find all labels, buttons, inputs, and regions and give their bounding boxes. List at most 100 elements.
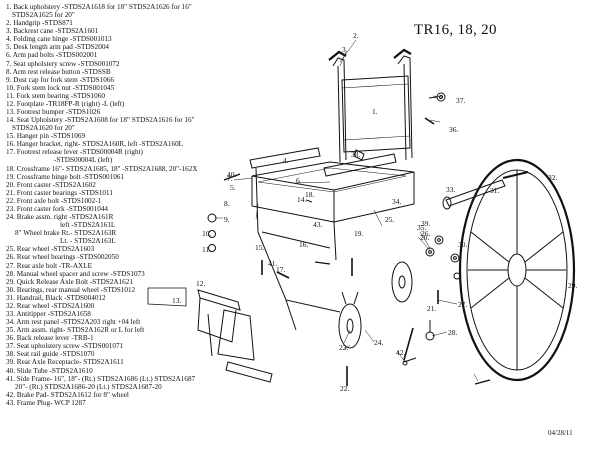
parts-list-item: 6. Arm pad bolts -STDS002001 [6, 51, 98, 60]
parts-list-item: 2. Handgrip -STDS871 [6, 19, 73, 28]
diagram-date: 04/28/11 [548, 429, 573, 437]
callout-label: 3. [342, 45, 348, 54]
callout-label: 15. [255, 243, 265, 252]
parts-list-item: 31. Handrail, Black -STDS004012 [6, 293, 106, 302]
parts-list-item: 37. Seat upholstery screw -STDS001071 [6, 342, 124, 351]
parts-list-item: 11. Fork stem bearing -STDS1060 [6, 91, 105, 100]
parts-list-item: 3. Backrest cane -STDS2A1601 [6, 27, 99, 36]
callout-label: 13. [172, 296, 182, 305]
antitipper [442, 171, 529, 210]
parts-list-item: 34. Arm rest panel -STDS2A203 right +04 … [6, 318, 141, 327]
callout-label: 38. [351, 150, 361, 159]
parts-list-item: 16. Hanger bracket, right- STDS2A160R, l… [6, 140, 184, 149]
callout-label: 14. [297, 195, 307, 204]
parts-list-item: 28. Manual wheel spacer and screw -STDS1… [6, 269, 145, 278]
parts-list-item: 29. Quick Release Axle Bolt -STDS2A1621 [6, 277, 133, 286]
parts-list-item: 24. Brake assm. right -STDS2A161R [6, 213, 114, 222]
parts-list-item: 36. Back release lever -TRB-1 [6, 334, 94, 343]
front-caster-assembly [338, 261, 413, 349]
parts-list-item: 22. Front axle bolt -STDS1002-1 [6, 196, 102, 205]
parts-list-item: Lt. - STDS2A163L [60, 237, 116, 246]
parts-list-item: 20"- (Rt.) STDS2A1686-20 (Lt.) STDS2A168… [15, 382, 162, 391]
seat-frame-assembly [249, 147, 415, 331]
parts-list-item: 13. Footrest bumper -STDS1026 [6, 108, 101, 117]
callout-label: 25. [385, 215, 395, 224]
parts-list-item: 14. Seat Upholstery -STDS2A1608 for 18" … [6, 116, 195, 125]
callout-label: 43. [313, 220, 323, 229]
footrest-assembly [147, 287, 273, 383]
callout-labels: 1. 2. 3. 4. 5. 6. 7. 8. 9. 10. 11. 12. 1… [172, 31, 578, 393]
callout-label: 33. [446, 185, 456, 194]
parts-list-item: 32. Rear wheel -STDS2A1600 [6, 301, 95, 310]
parts-list-item: 33. Antitipper -STDS2A1658 [6, 309, 91, 318]
diagram-title: TR16, 18, 20 [414, 22, 497, 38]
callout-label: 19. [354, 229, 364, 238]
callout-label: 4. [283, 156, 289, 165]
rear-wheel [458, 158, 576, 382]
callout-label: 24. [374, 338, 384, 347]
parts-list-item: 17. Footrest release lever -STDS00004R (… [6, 148, 143, 157]
parts-list-item: 30. Bearings, rear manual wheel -STDS101… [6, 285, 136, 294]
callout-label: 21. [427, 304, 437, 313]
callout-label: 6. [296, 176, 302, 185]
parts-list: 1. Back upholstery -STDS2A1618 for 18" S… [6, 3, 238, 407]
backrest-assembly [328, 48, 413, 163]
parts-list-item: 26. Rear wheel bearings -STDS002050 [6, 253, 119, 262]
callout-label: 41. [268, 259, 278, 268]
callout-label: 23. [339, 343, 349, 352]
parts-list-item: 40. Slide Tube -STDS2A1610 [6, 366, 93, 375]
callout-label: 28. [448, 328, 458, 337]
callout-label: 16. [299, 240, 309, 249]
parts-list-item: 42. Brake Pad- STDS2A1612 for 8" wheel [6, 390, 129, 399]
callout-label: 32. [548, 173, 558, 182]
parts-list-item: 39. Rear Axle Receptacle- STDS2A1611 [6, 358, 124, 367]
callout-label: 12. [196, 279, 206, 288]
callout-label: 37. [456, 96, 466, 105]
parts-list-item: 10. Fork stem lock nut -STDS001045 [6, 83, 115, 92]
parts-list-item: 1. Back upholstery -STDS2A1618 for 18" S… [6, 3, 192, 11]
callout-label: 8. [224, 199, 230, 208]
callout-label: 11. [202, 245, 211, 254]
callout-label: 10. [202, 229, 212, 238]
callout-leader-lines [215, 39, 479, 382]
parts-list-item: 20. Front caster -STDS2A1602 [6, 180, 96, 189]
parts-list-item: 7. Seat upholstery screw -STDS001072 [6, 59, 120, 68]
callout-label: 40. [227, 170, 237, 179]
callout-label: 27. [458, 300, 468, 309]
callout-label: 2. [353, 31, 359, 40]
parts-list-item: 43. Frame Plug- WCP 1287 [6, 398, 86, 407]
parts-list-item: STDS2A1620 for 20" [12, 124, 75, 133]
parts-list-item: 35. Arm assm. right- STDS2A162R or L for… [6, 326, 145, 335]
parts-list-item: 8. Arm rest release button -STDSSB [6, 67, 111, 76]
callout-label: 20. [420, 233, 430, 242]
callout-label: 30. [458, 240, 468, 249]
parts-list-item: 12. Footplate -TR18FP-R (right) -L (left… [6, 99, 125, 108]
callout-label: 36. [449, 125, 459, 134]
parts-list-item: left -STDS2A161L [60, 221, 116, 230]
hardware-parts [207, 92, 491, 386]
callout-label: 22. [340, 384, 350, 393]
callout-label: 7. [227, 174, 233, 183]
parts-list-item: 15. Hanger pin -STDS1069 [6, 132, 86, 141]
callout-label: 35. [417, 223, 427, 232]
callout-label: 42. [396, 348, 406, 357]
callout-label: 39. [421, 219, 431, 228]
parts-list-item: 21. Front caster bearings -STDS1011 [6, 188, 113, 197]
callout-label: 31. [490, 186, 500, 195]
parts-list-item: 4. Folding cane hinge -STDS001013 [6, 35, 112, 44]
callout-label: 5. [230, 183, 236, 192]
callout-label: 1. [372, 107, 378, 116]
parts-list-item: 9. Dust cap for fork stem -STDS1066 [6, 75, 114, 84]
parts-list-item: STDS2A1625 for 20" [12, 11, 75, 20]
parts-list-item: -STDS00004L (left) [54, 156, 113, 165]
callout-label: 34. [392, 197, 402, 206]
parts-list-item: 8" Wheel brake Rt.- STDS2A163R [15, 229, 117, 238]
parts-list-item: 19. Crossframe hinge bolt -STDS001061 [6, 172, 124, 181]
parts-list-item: 41. Side Frame- 16", 18"- (Rt.) STDS2A16… [6, 374, 196, 383]
callout-label: 17. [276, 265, 286, 274]
parts-list-item: 23. Front caster fork -STDS001044 [6, 204, 109, 213]
parts-list-item: 18. Crossframe 16"- STDS2A1685, 18" -STD… [6, 164, 198, 173]
callout-label: 9. [224, 215, 230, 224]
